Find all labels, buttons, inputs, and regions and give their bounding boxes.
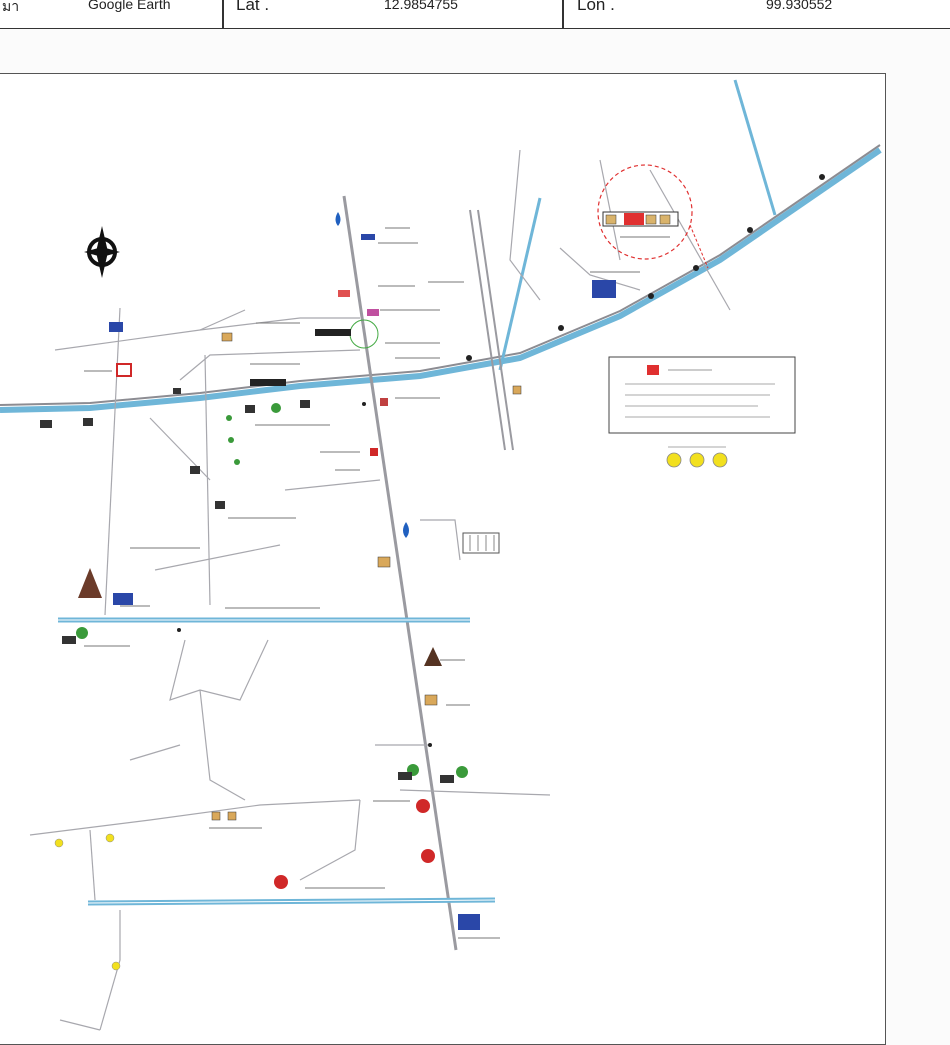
map-label-placeholder xyxy=(84,227,670,939)
lat-label: Lat . xyxy=(236,0,270,14)
coordinate-header: มา Google Earth Lat . 12.9854755 Lon . 9… xyxy=(0,0,950,29)
lon-label: Lon . xyxy=(577,0,615,14)
header-divider xyxy=(562,0,564,28)
railway xyxy=(477,209,514,451)
market-icon xyxy=(116,363,435,889)
main-highway xyxy=(0,144,881,406)
yellow-circle-icon xyxy=(666,452,682,468)
school-icon xyxy=(592,280,616,298)
header-divider xyxy=(222,0,224,28)
temple-icon xyxy=(78,568,442,666)
building-bar xyxy=(250,379,286,386)
source-label: มา xyxy=(2,0,20,14)
canal-right xyxy=(733,79,777,216)
yellow-circle-icon xyxy=(689,452,705,468)
project-site xyxy=(597,164,709,269)
housing-block xyxy=(462,532,500,554)
school-icon xyxy=(109,322,123,332)
lat-value: 12.9854755 xyxy=(384,0,458,12)
building-icon xyxy=(40,388,454,783)
main-canal xyxy=(0,147,882,413)
tree-icon xyxy=(76,403,468,778)
map-frame xyxy=(0,73,886,1045)
lon-value: 99.930552 xyxy=(766,0,833,12)
source-value: Google Earth xyxy=(88,0,171,12)
red-square-icon xyxy=(647,365,659,375)
legend-box xyxy=(608,356,796,434)
side-canal xyxy=(498,197,542,371)
yellow-circle-icon xyxy=(111,961,121,971)
yellow-circle-icon xyxy=(54,838,64,848)
north-arrow-icon xyxy=(84,226,120,278)
house-icon xyxy=(211,332,522,821)
gas-station-icon xyxy=(335,212,409,538)
yellow-circle-icon xyxy=(712,452,728,468)
main-road xyxy=(342,195,458,951)
yellow-circle-icon xyxy=(105,833,115,843)
hospital-icon xyxy=(458,914,480,930)
building-bar xyxy=(315,329,351,336)
railway xyxy=(469,209,506,451)
